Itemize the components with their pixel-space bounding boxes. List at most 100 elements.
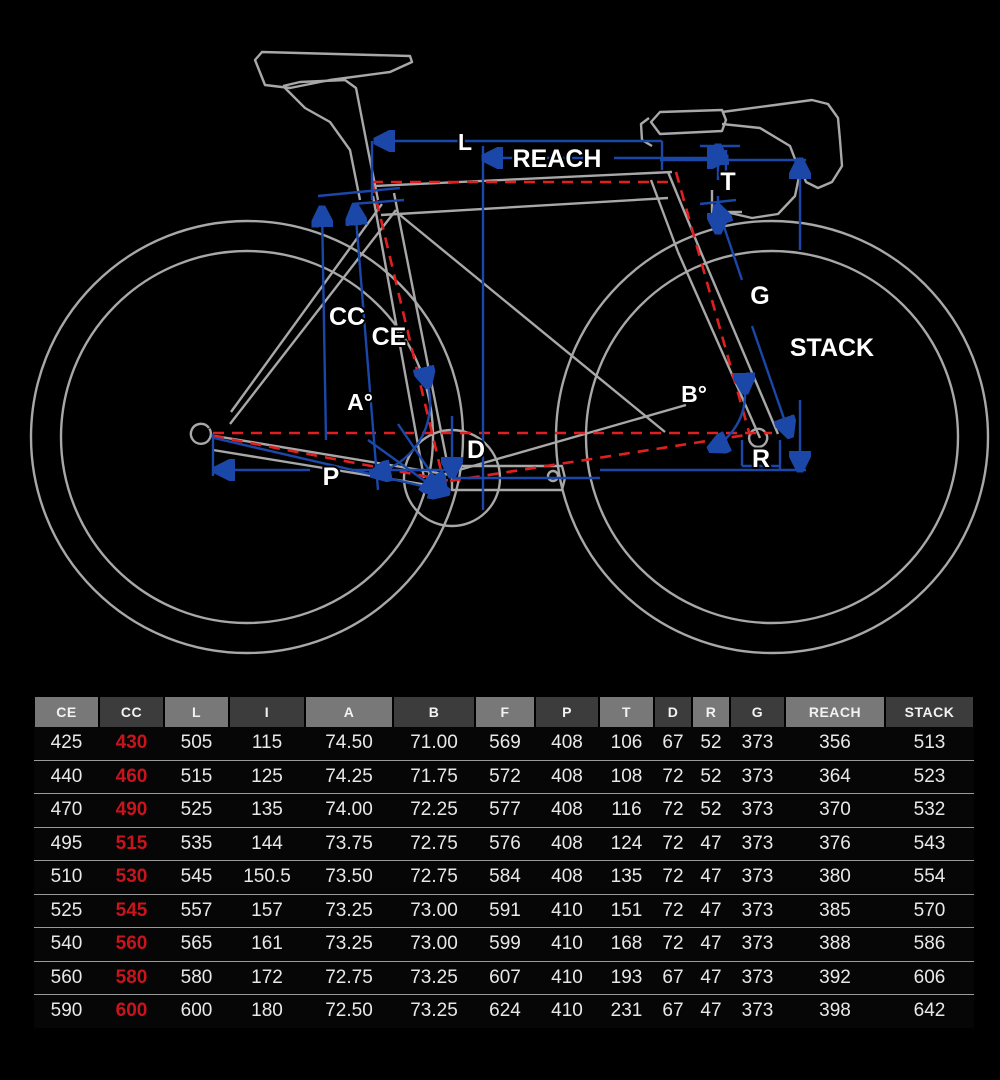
cell-b: 72.75 xyxy=(393,860,475,895)
cell-stack: 606 xyxy=(885,961,974,995)
cell-cc: 490 xyxy=(99,793,164,828)
front-wheel-rim xyxy=(584,249,960,625)
cell-r: 52 xyxy=(692,727,730,761)
cell-reach: 398 xyxy=(785,994,885,1028)
cell-ce: 510 xyxy=(34,860,99,895)
label-G: G xyxy=(750,282,769,310)
dim-G-line xyxy=(717,206,744,281)
cell-l: 535 xyxy=(164,827,229,861)
seat-tube-rear xyxy=(392,192,452,478)
column-header-d[interactable]: D xyxy=(653,697,693,727)
head-tube-rear xyxy=(649,179,680,253)
stem xyxy=(649,108,728,136)
cell-g: 373 xyxy=(730,927,785,962)
column-header-g[interactable]: G xyxy=(729,697,786,727)
column-header-f[interactable]: F xyxy=(474,697,536,727)
cell-t: 124 xyxy=(599,827,654,861)
cell-f: 572 xyxy=(475,760,535,794)
cell-b: 71.00 xyxy=(393,727,475,761)
cell-i: 172 xyxy=(229,961,305,995)
column-header-ce[interactable]: CE xyxy=(33,697,100,727)
cell-ce: 560 xyxy=(34,961,99,995)
column-header-b[interactable]: B xyxy=(392,697,476,727)
cell-g: 373 xyxy=(730,727,785,761)
cell-cc: 515 xyxy=(99,827,164,861)
label-T: T xyxy=(720,168,735,196)
cell-ce: 425 xyxy=(34,727,99,761)
cell-stack: 543 xyxy=(885,827,974,861)
pedal-spindle xyxy=(546,469,560,483)
dimension-labels-group: L REACH CC CE A° P D B° T G R STACK xyxy=(321,127,876,493)
cell-l: 557 xyxy=(164,894,229,928)
dim-CC-ext-top xyxy=(317,186,401,198)
cell-t: 231 xyxy=(599,994,654,1028)
cell-a: 72.75 xyxy=(305,961,393,995)
cell-reach: 364 xyxy=(785,760,885,794)
cell-stack: 554 xyxy=(885,860,974,895)
cell-r: 47 xyxy=(692,860,730,895)
cell-p: 410 xyxy=(535,927,599,962)
cell-p: 408 xyxy=(535,727,599,761)
handlebar-top xyxy=(721,98,842,141)
cell-a: 74.00 xyxy=(305,793,393,828)
cell-d: 72 xyxy=(654,927,692,962)
cell-a: 73.75 xyxy=(305,827,393,861)
top-tube-lower xyxy=(380,196,669,217)
dim-G-ext-top xyxy=(699,198,737,206)
column-header-r[interactable]: R xyxy=(691,697,731,727)
cell-f: 607 xyxy=(475,961,535,995)
cell-f: 576 xyxy=(475,827,535,861)
top-tube-upper xyxy=(374,170,673,188)
cell-stack: 642 xyxy=(885,994,974,1028)
label-REACH: REACH xyxy=(513,145,602,173)
dim-G-line2 xyxy=(750,325,790,436)
cell-cc: 530 xyxy=(99,860,164,895)
wheels-group xyxy=(29,219,990,655)
label-L: L xyxy=(458,129,472,155)
column-header-a[interactable]: A xyxy=(304,697,394,727)
label-STACK: STACK xyxy=(790,334,874,362)
label-P: P xyxy=(323,463,340,491)
stem-clamp xyxy=(639,117,653,148)
cell-t: 168 xyxy=(599,927,654,962)
column-header-cc[interactable]: CC xyxy=(98,697,165,727)
label-CE: CE xyxy=(372,323,407,351)
rear-wheel-tire xyxy=(29,219,465,655)
cell-d: 72 xyxy=(654,827,692,861)
cell-reach: 370 xyxy=(785,793,885,828)
column-header-t[interactable]: T xyxy=(598,697,655,727)
dimension-lines-group xyxy=(211,141,806,510)
cell-a: 73.25 xyxy=(305,927,393,962)
cell-reach: 376 xyxy=(785,827,885,861)
cell-cc: 545 xyxy=(99,894,164,928)
column-header-reach[interactable]: REACH xyxy=(784,697,886,727)
label-A-angle: A° xyxy=(347,389,373,415)
cell-t: 193 xyxy=(599,961,654,995)
column-header-p[interactable]: P xyxy=(534,697,600,727)
cell-ce: 525 xyxy=(34,894,99,928)
seat-stay-lower xyxy=(229,209,397,425)
cell-b: 73.00 xyxy=(393,927,475,962)
column-header-stack[interactable]: STACK xyxy=(884,697,975,727)
cell-stack: 523 xyxy=(885,760,974,794)
cell-p: 410 xyxy=(535,961,599,995)
cell-d: 67 xyxy=(654,994,692,1028)
column-header-l[interactable]: L xyxy=(163,697,230,727)
cell-g: 373 xyxy=(730,961,785,995)
cell-reach: 388 xyxy=(785,927,885,962)
cell-d: 67 xyxy=(654,727,692,761)
cell-cc: 600 xyxy=(99,994,164,1028)
cell-b: 73.25 xyxy=(393,961,475,995)
saddle xyxy=(253,50,414,90)
centerline-head-tube xyxy=(674,171,751,433)
cell-p: 408 xyxy=(535,793,599,828)
column-header-i[interactable]: I xyxy=(228,697,306,727)
cell-b: 72.25 xyxy=(393,793,475,828)
